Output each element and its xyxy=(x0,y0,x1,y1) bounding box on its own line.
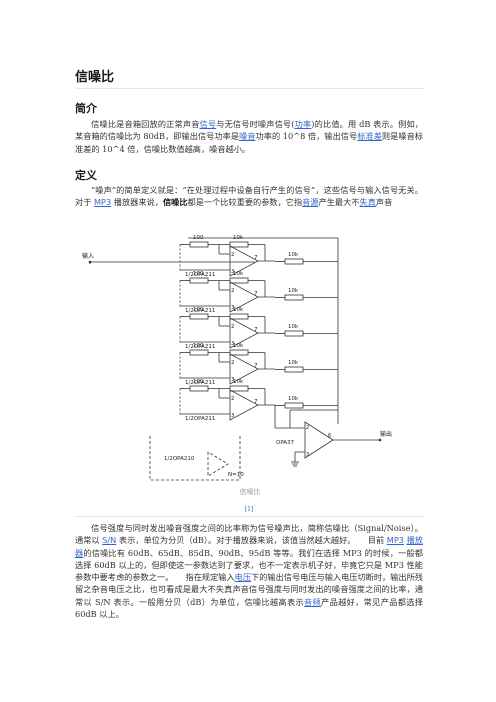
label-output: 输出 xyxy=(380,430,392,438)
label-amp: 1/2OPA211 xyxy=(185,344,215,350)
label-pin: 7 xyxy=(254,399,258,405)
resistor-10k-feedback xyxy=(229,349,249,356)
link-sn[interactable]: S/N xyxy=(102,535,117,546)
body-paragraph: 信号强度与同时发出噪音强度之间的比率称为信号噪声比，简称信噪比（Signal/N… xyxy=(75,523,423,620)
resistor-10k-feedback xyxy=(229,277,249,284)
label-amp: 1/2OPA211 xyxy=(185,416,215,422)
resistor-10k-output xyxy=(284,294,304,301)
link-audio[interactable]: 音频 xyxy=(304,596,322,607)
link-signal[interactable]: 信号 xyxy=(199,119,217,129)
summing-amplifier xyxy=(149,409,380,481)
label-pin: 2 xyxy=(231,288,235,294)
link-player[interactable]: 播放器 xyxy=(75,535,423,558)
opamp-triangle xyxy=(229,245,259,277)
title-divider xyxy=(75,88,423,89)
link-sound-source[interactable]: 音源 xyxy=(302,197,319,208)
label-pin: 7 xyxy=(254,327,258,333)
label-pin: 3 xyxy=(231,377,235,383)
opamp-triangle xyxy=(229,317,259,349)
output-node xyxy=(378,438,382,442)
label-pin: 3 xyxy=(231,413,235,419)
svg-text:3: 3 xyxy=(306,452,309,458)
label-pin: 2 xyxy=(231,324,235,330)
label-pin: 2 xyxy=(231,396,235,402)
label-amp-last: 1/2OPA210 xyxy=(164,456,195,462)
opamp-triangle xyxy=(229,389,259,421)
svg-text:6: 6 xyxy=(328,433,331,439)
input-node xyxy=(88,260,92,264)
label-pin: 2 xyxy=(231,360,235,366)
page-title: 信噪比 xyxy=(75,70,115,85)
label-pin: 3 xyxy=(231,269,235,275)
label-opa37: OPA37 xyxy=(276,440,295,446)
label-amp: 1/2OPA211 xyxy=(185,380,215,386)
label-r10k-out: 10k xyxy=(288,396,299,402)
label-r10k-out: 10k xyxy=(288,252,299,258)
resistor-100 xyxy=(189,313,209,320)
link-voltage[interactable]: 电压 xyxy=(234,572,252,583)
figure-reference[interactable]: [1] xyxy=(244,506,254,513)
resistor-10k-output xyxy=(284,258,304,265)
label-pin: 7 xyxy=(254,255,258,261)
link-mp3[interactable]: MP3 xyxy=(93,197,112,208)
opamp-triangle xyxy=(229,353,259,385)
label-r10k: 10k xyxy=(233,307,244,313)
label-r100: 100 xyxy=(193,343,204,349)
resistor-100 xyxy=(189,349,209,356)
label-r10k: 10k xyxy=(233,271,244,277)
resistor-100 xyxy=(189,241,209,248)
section-heading-intro: 简介 xyxy=(75,102,97,115)
label-pin: 3 xyxy=(231,341,235,347)
link-mp3-2[interactable]: MP3 xyxy=(386,535,404,546)
label-r10k-out: 10k xyxy=(288,324,299,330)
link-distortion[interactable]: 失真 xyxy=(359,197,376,208)
section-heading-definition: 定义 xyxy=(75,169,97,182)
label-r10k-out: 10k xyxy=(288,360,299,366)
resistor-100 xyxy=(189,277,209,284)
label-amp: 1/2OPA211 xyxy=(185,272,215,278)
link-power[interactable]: 功率 xyxy=(294,119,312,129)
resistor-100 xyxy=(189,385,209,392)
label-input: 输入 xyxy=(82,252,94,260)
label-r10k: 10k xyxy=(233,379,244,385)
label-r10k: 10k xyxy=(233,235,244,241)
label-r100: 100 xyxy=(193,379,204,385)
figure-divider xyxy=(75,516,423,517)
label-pin: 7 xyxy=(254,363,258,369)
label-pin: 7 xyxy=(254,291,258,297)
resistor-10k-output xyxy=(284,330,304,337)
resistor-10k-output xyxy=(284,402,304,409)
figure-caption: 信噪比 xyxy=(239,488,261,496)
resistor-10k-feedback xyxy=(229,313,249,320)
label-pin: 2 xyxy=(231,252,235,258)
definition-paragraph: “噪声”的简单定义就是：“在处理过程中设备自行产生的信号”，这些信号与输入信号无… xyxy=(75,185,423,208)
intro-paragraph: 信噪比是音箱回放的正常声音信号与无信号时噪声信号(功率)的比值。用 dB 表示。… xyxy=(75,119,423,154)
link-noise[interactable]: 噪音 xyxy=(239,131,256,142)
label-r10k: 10k xyxy=(233,343,244,349)
label-r100: 100 xyxy=(193,235,204,241)
label-r10k-out: 10k xyxy=(288,288,299,294)
label-n10: N=10 xyxy=(228,472,244,478)
label-r100: 100 xyxy=(193,307,204,313)
link-std-dev[interactable]: 标准差 xyxy=(357,131,382,142)
svg-text:2: 2 xyxy=(306,425,309,431)
label-r100: 100 xyxy=(193,271,204,277)
resistor-10k-output xyxy=(284,366,304,373)
opamp-triangle xyxy=(229,281,259,313)
resistor-10k-feedback xyxy=(229,385,249,392)
label-amp: 1/2OPA211 xyxy=(185,308,215,314)
label-pin: 3 xyxy=(231,305,235,311)
resistor-10k-feedback xyxy=(229,241,249,248)
